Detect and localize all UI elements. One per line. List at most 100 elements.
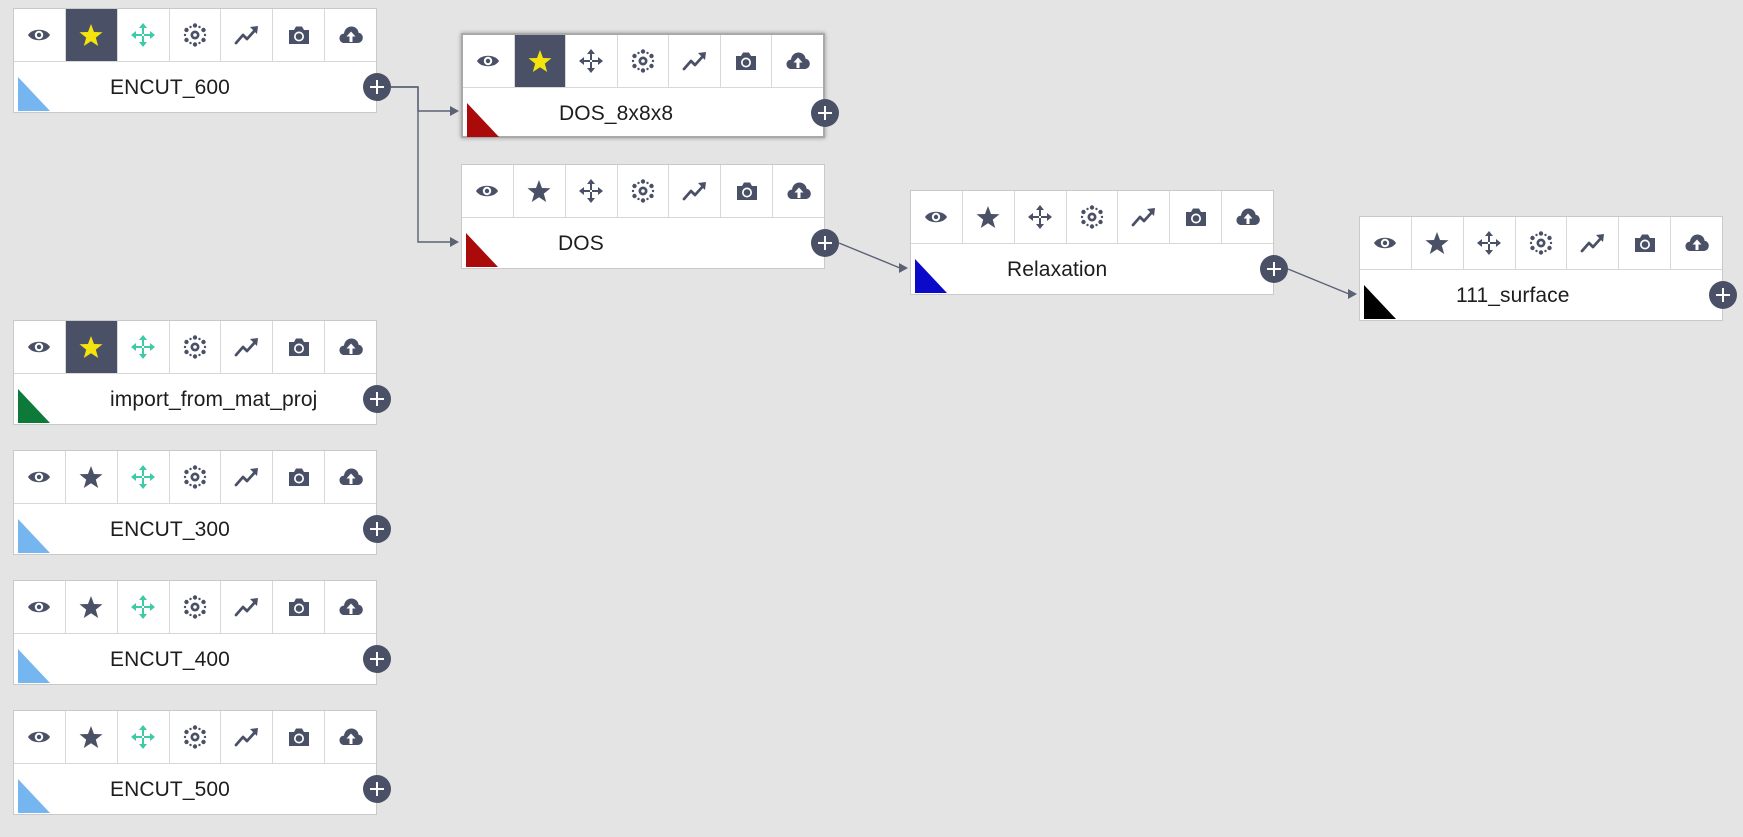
- chart-button[interactable]: [669, 35, 721, 87]
- arrows-button[interactable]: [117, 9, 170, 61]
- star-button[interactable]: [65, 321, 118, 373]
- workflow-node-dos8[interactable]: DOS_8x8x8: [461, 33, 825, 138]
- add-node-button[interactable]: [1709, 281, 1737, 309]
- arrows-icon: [1477, 231, 1502, 255]
- arrows-button[interactable]: [1463, 217, 1516, 269]
- node-toolbar: [463, 35, 824, 88]
- camera-button[interactable]: [721, 165, 774, 217]
- eye-button[interactable]: [1360, 217, 1412, 269]
- arrows-button[interactable]: [117, 451, 170, 503]
- add-node-button[interactable]: [363, 515, 391, 543]
- camera-button[interactable]: [273, 321, 326, 373]
- cloud-upload-icon: [339, 468, 363, 485]
- camera-button[interactable]: [273, 581, 326, 633]
- camera-button[interactable]: [273, 9, 326, 61]
- node-label[interactable]: ENCUT_500: [110, 778, 230, 801]
- atom-button[interactable]: [169, 581, 222, 633]
- add-node-button[interactable]: [811, 99, 839, 127]
- star-button[interactable]: [1411, 217, 1464, 269]
- star-button[interactable]: [65, 451, 118, 503]
- eye-button[interactable]: [463, 35, 515, 87]
- cloud-upload-button[interactable]: [1222, 191, 1274, 243]
- eye-button[interactable]: [14, 581, 66, 633]
- eye-button[interactable]: [911, 191, 963, 243]
- cloud-upload-button[interactable]: [773, 165, 825, 217]
- arrows-button[interactable]: [566, 35, 618, 87]
- atom-button[interactable]: [1515, 217, 1568, 269]
- node-label[interactable]: DOS: [558, 232, 604, 255]
- atom-button[interactable]: [169, 321, 222, 373]
- chart-button[interactable]: [221, 9, 274, 61]
- cloud-upload-button[interactable]: [1671, 217, 1723, 269]
- star-button[interactable]: [65, 711, 118, 763]
- add-node-button[interactable]: [363, 385, 391, 413]
- cloud-upload-icon: [339, 728, 363, 745]
- workflow-node-relax[interactable]: Relaxation: [910, 190, 1274, 295]
- atom-button[interactable]: [617, 35, 670, 87]
- node-label[interactable]: import_from_mat_proj: [110, 388, 318, 411]
- camera-button[interactable]: [1170, 191, 1223, 243]
- node-body: ENCUT_500: [14, 764, 376, 816]
- star-button[interactable]: [514, 35, 567, 87]
- workflow-node-dos[interactable]: DOS: [461, 164, 825, 269]
- arrows-button[interactable]: [117, 711, 170, 763]
- chart-button[interactable]: [221, 321, 274, 373]
- eye-button[interactable]: [14, 711, 66, 763]
- chart-button[interactable]: [221, 581, 274, 633]
- node-label[interactable]: Relaxation: [1007, 258, 1108, 281]
- atom-button[interactable]: [169, 9, 222, 61]
- workflow-node-mp[interactable]: import_from_mat_proj: [13, 320, 377, 425]
- cloud-upload-button[interactable]: [325, 711, 377, 763]
- atom-button[interactable]: [617, 165, 670, 217]
- atom-button[interactable]: [169, 711, 222, 763]
- arrows-button[interactable]: [117, 321, 170, 373]
- eye-button[interactable]: [14, 9, 66, 61]
- add-node-button[interactable]: [1260, 255, 1288, 283]
- chart-button[interactable]: [1118, 191, 1171, 243]
- node-label[interactable]: ENCUT_400: [110, 648, 230, 671]
- node-label[interactable]: ENCUT_600: [110, 76, 230, 99]
- star-button[interactable]: [65, 9, 118, 61]
- workflow-node-surf[interactable]: 111_surface: [1359, 216, 1723, 321]
- star-button[interactable]: [65, 581, 118, 633]
- cloud-upload-button[interactable]: [325, 321, 377, 373]
- cloud-upload-button[interactable]: [772, 35, 824, 87]
- chart-button[interactable]: [1567, 217, 1620, 269]
- eye-button[interactable]: [14, 321, 66, 373]
- cloud-upload-button[interactable]: [325, 581, 377, 633]
- workflow-node-encut300[interactable]: ENCUT_300: [13, 450, 377, 555]
- eye-button[interactable]: [462, 165, 514, 217]
- chart-button[interactable]: [221, 711, 274, 763]
- chart-button[interactable]: [669, 165, 722, 217]
- cloud-upload-button[interactable]: [325, 9, 377, 61]
- node-label[interactable]: 111_surface: [1456, 284, 1570, 307]
- atom-button[interactable]: [169, 451, 222, 503]
- atom-icon: [183, 725, 207, 749]
- camera-button[interactable]: [720, 35, 773, 87]
- camera-button[interactable]: [273, 451, 326, 503]
- node-label[interactable]: ENCUT_300: [110, 518, 230, 541]
- add-node-button[interactable]: [363, 73, 391, 101]
- camera-icon: [288, 338, 309, 356]
- cloud-upload-button[interactable]: [325, 451, 377, 503]
- camera-button[interactable]: [273, 711, 326, 763]
- atom-icon: [631, 179, 655, 203]
- node-label[interactable]: DOS_8x8x8: [559, 102, 674, 125]
- workflow-node-encut400[interactable]: ENCUT_400: [13, 580, 377, 685]
- add-node-button[interactable]: [811, 229, 839, 257]
- eye-button[interactable]: [14, 451, 66, 503]
- arrows-button[interactable]: [1014, 191, 1067, 243]
- camera-button[interactable]: [1619, 217, 1672, 269]
- workflow-node-encut500[interactable]: ENCUT_500: [13, 710, 377, 815]
- star-button[interactable]: [962, 191, 1015, 243]
- atom-icon: [631, 49, 655, 73]
- add-node-button[interactable]: [363, 775, 391, 803]
- arrows-icon: [131, 725, 156, 749]
- star-button[interactable]: [513, 165, 566, 217]
- arrows-button[interactable]: [117, 581, 170, 633]
- add-node-button[interactable]: [363, 645, 391, 673]
- atom-button[interactable]: [1066, 191, 1119, 243]
- arrows-button[interactable]: [565, 165, 618, 217]
- workflow-node-encut600[interactable]: ENCUT_600: [13, 8, 377, 113]
- chart-button[interactable]: [221, 451, 274, 503]
